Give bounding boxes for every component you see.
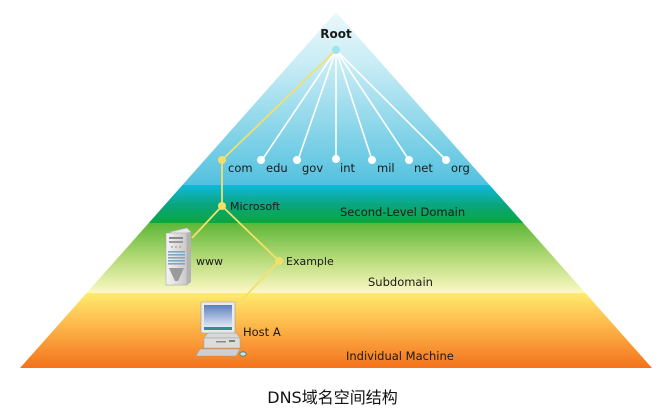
tld-label-int: int <box>340 161 355 175</box>
level-label-individual-machine: Individual Machine <box>346 349 454 363</box>
server-icon <box>165 227 192 286</box>
tld-node-com <box>218 156 226 164</box>
tld-label-org: org <box>451 161 470 175</box>
band-second-level <box>20 185 652 223</box>
tld-label-gov: gov <box>302 161 323 175</box>
level-label-subdomain: Subdomain <box>368 275 433 289</box>
tld-node-edu <box>257 156 265 164</box>
tld-label-edu: edu <box>266 161 288 175</box>
level-label-second-level: Second-Level Domain <box>340 205 465 219</box>
band-individual-machine <box>20 293 652 368</box>
tld-node-net <box>405 156 413 164</box>
diagram-caption: DNS域名空间结构 <box>267 388 398 407</box>
tld-node-gov <box>293 156 301 164</box>
host-label: Host A <box>243 325 281 339</box>
root-node <box>332 46 340 54</box>
tld-label-com: com <box>228 161 253 175</box>
tld-label-net: net <box>414 161 433 175</box>
highlight-path <box>191 49 337 303</box>
tld-node-org <box>442 156 450 164</box>
tld-nodes: com edu gov int mil net org <box>218 155 470 175</box>
tld-node-int <box>332 155 340 163</box>
root-label: Root <box>320 27 352 41</box>
second-level-node <box>218 202 226 210</box>
example-node <box>275 257 283 265</box>
tld-branches <box>261 49 447 161</box>
server-label: www <box>196 255 223 268</box>
example-label: Example <box>286 255 334 268</box>
tld-node-mil <box>368 156 376 164</box>
desktop-computer-icon <box>195 301 247 357</box>
second-level-node-label: Microsoft <box>230 200 281 213</box>
tld-label-mil: mil <box>377 161 395 175</box>
